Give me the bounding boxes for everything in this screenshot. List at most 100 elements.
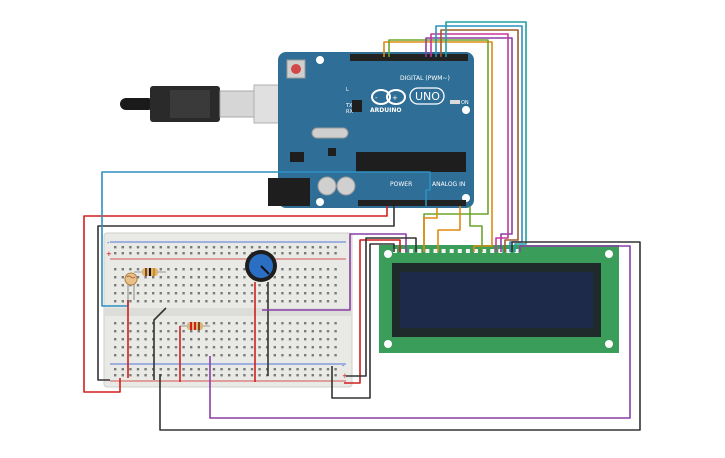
breadboard-hole [228,346,231,349]
arduino-brand: ARDUINO [370,107,401,114]
breadboard-hole [326,300,330,303]
breadboard-hole [114,346,117,349]
breadboard-hole [159,276,162,279]
breadboard-hole [129,338,132,341]
breadboard-hole [250,292,254,295]
capacitor [317,176,337,196]
resistor-2 [180,322,210,330]
breadboard-hole [296,346,299,349]
mounting-hole [384,340,392,348]
breadboard-hole [121,300,124,303]
lcd-module [379,245,619,353]
breadboard-hole [144,330,147,333]
breadboard-hole [114,300,117,303]
breadboard-hole [182,346,185,349]
breadboard-hole [326,338,330,341]
breadboard-hole [235,338,238,341]
breadboard-hole [273,354,276,357]
potentiometer[interactable] [245,250,277,282]
breadboard-hole [152,276,155,279]
breadboard-hole [334,338,337,341]
wire-red-5v [83,206,388,393]
breadboard-hole [334,368,337,371]
wires [83,21,641,431]
breadboard-hole [167,374,170,377]
lcd-pin [393,249,397,253]
breadboard-hole [182,368,185,371]
breadboard-hole [205,322,208,325]
breadboard-hole [319,292,322,295]
breadboard-hole [136,322,140,325]
usb-plug-metal [219,90,255,118]
wire-black-lcd-rw [346,237,417,377]
breadboard-hole [235,252,238,255]
crystal [311,127,349,139]
breadboard-hole [167,268,170,271]
rail-plus-label: + [106,250,112,258]
wire-blue-d3 [435,25,523,252]
breadboard-hole [258,330,261,333]
breadboard-hole [129,368,132,371]
breadboard-hole [220,268,223,271]
breadboard-hole [319,338,322,341]
breadboard-hole [136,330,140,333]
breadboard-hole [281,246,284,249]
breadboard-hole [136,284,140,287]
breadboard-hole [235,246,238,249]
breadboard-hole [212,292,216,295]
breadboard-hole [334,322,337,325]
wire-black-lcd-gnd [331,243,395,399]
arduino-logo: - + [371,89,406,105]
breadboard-hole [281,338,284,341]
breadboard-hole [144,322,147,325]
breadboard-hole [311,300,314,303]
breadboard-hole [296,338,299,341]
breadboard-hole [220,252,223,255]
breadboard-hole [326,368,330,371]
breadboard-hole [304,330,307,333]
breadboard-hole [129,330,132,333]
breadboard-hole [174,292,178,295]
lcd-pin [401,249,406,253]
breadboard-hole [190,330,193,333]
usb-cable-strain-relief [120,98,154,110]
breadboard-hole [273,252,276,255]
breadboard-hole [319,284,322,287]
breadboard-center-channel [104,308,352,316]
breadboard-hole [167,338,170,341]
breadboard-hole [258,284,261,287]
breadboard-hole [121,268,124,271]
breadboard-hole [273,368,276,371]
breadboard-hole [205,276,208,279]
breadboard-hole [319,276,322,279]
breadboard-hole [190,374,193,377]
breadboard-hole [159,322,162,325]
breadboard-hole [258,338,261,341]
breadboard-hole [304,346,307,349]
breadboard-hole [144,354,147,357]
breadboard-hole [159,346,162,349]
breadboard-hole [258,292,261,295]
breadboard-hole [273,322,276,325]
breadboard-hole [334,268,337,271]
breadboard-hole [159,300,162,303]
breadboard-hole [205,268,208,271]
breadboard-hole [304,268,307,271]
breadboard-hole [174,330,178,333]
breadboard-hole [311,330,314,333]
breadboard-hole [258,374,261,377]
reset-button-cap[interactable] [291,64,301,74]
breadboard-hole [121,252,124,255]
breadboard-hole [319,354,322,357]
breadboard-hole [182,300,185,303]
breadboard-hole [159,338,162,341]
breadboard-hole [129,374,132,377]
breadboard-hole [190,292,193,295]
breadboard-hole [121,374,124,377]
breadboard-hole [144,374,147,377]
breadboard-hole [250,300,254,303]
breadboard-hole [288,246,292,249]
breadboard-hole [197,300,200,303]
breadboard-hole [144,276,147,279]
breadboard-hole [182,252,185,255]
